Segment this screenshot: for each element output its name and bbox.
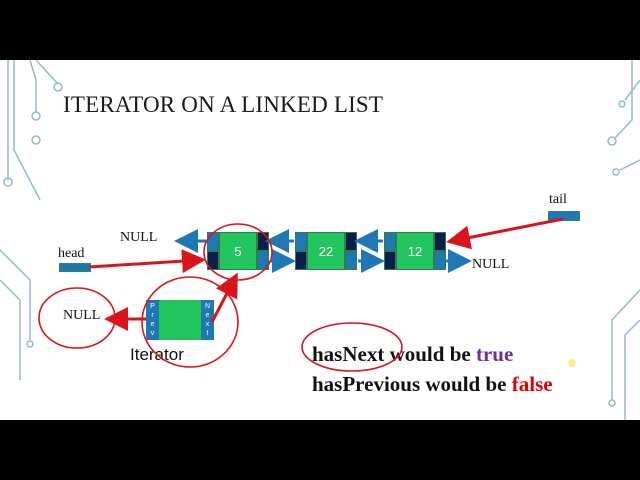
circuit-decoration-icon: [0, 60, 640, 420]
null-label-iterator: NULL: [63, 308, 101, 323]
next-cell: [345, 251, 357, 270]
tail-pointer: [548, 211, 580, 221]
annotation-circles: [38, 223, 403, 372]
statement-text: hasPrevious would be: [312, 372, 512, 396]
next-letter: x: [205, 321, 210, 328]
prev-cell: [207, 251, 219, 270]
iterator-prev-cell: P r e v: [146, 300, 159, 340]
null-label-next: NULL: [472, 257, 510, 272]
has-previous-value: false: [511, 372, 553, 396]
tail-label: tail: [549, 192, 567, 207]
has-next-value: true: [475, 342, 514, 366]
head-label: head: [58, 246, 85, 261]
next-letter: t: [206, 330, 209, 337]
prev-letter: P: [150, 303, 155, 310]
iterator-body: [159, 300, 201, 340]
node-value: 22: [307, 232, 345, 270]
iterator-box: P r e v N e x t: [146, 300, 214, 340]
slide: ITERATOR ON A LINKED LIST head tail NULL…: [0, 60, 640, 420]
next-letter: N: [204, 303, 211, 310]
blue-link-arrows: [174, 229, 472, 273]
prev-letter: e: [150, 321, 155, 328]
red-pointer-arrows: [88, 217, 564, 331]
next-cell: [434, 251, 446, 270]
prev-cell: [295, 232, 307, 251]
prev-cell: [384, 232, 396, 251]
prev-letter: v: [150, 330, 155, 337]
arrows-overlay: [38, 217, 576, 372]
node-value: 5: [219, 232, 257, 270]
has-previous-statement: hasPrevious would be false: [312, 372, 553, 397]
iterator-next-cell: N e x t: [201, 300, 214, 340]
slide-title: ITERATOR ON A LINKED LIST: [63, 92, 384, 117]
cursor-highlight: [568, 359, 576, 367]
list-node: 12: [384, 232, 446, 270]
next-cell: [434, 232, 446, 251]
null-label-prev: NULL: [120, 230, 158, 245]
next-letter: e: [205, 312, 210, 319]
prev-letter: r: [151, 312, 154, 319]
node-value: 12: [396, 232, 434, 270]
next-cell: [257, 251, 269, 270]
